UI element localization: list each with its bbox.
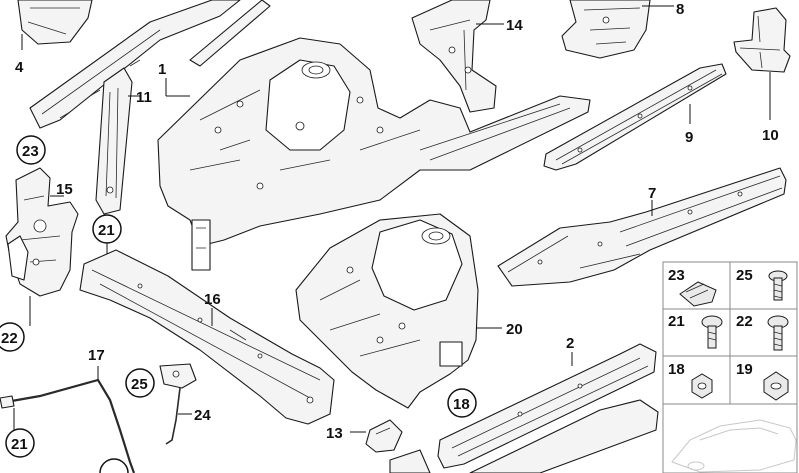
callout-circle-23 xyxy=(16,135,46,165)
callout-circle-25-lower xyxy=(99,458,129,473)
screw-icon-21 xyxy=(701,315,723,349)
callout-22: 22 xyxy=(1,330,18,347)
callout-17: 17 xyxy=(88,347,105,364)
callout-8: 8 xyxy=(676,1,684,18)
part-24-bracket xyxy=(159,363,197,445)
callout-16: 16 xyxy=(204,291,221,308)
grid-label-25: 25 xyxy=(736,267,753,284)
callout-10: 10 xyxy=(762,127,779,144)
callout-14: 14 xyxy=(506,17,523,34)
part-20-wheelhouse xyxy=(295,213,502,409)
callout-circle-18 xyxy=(447,388,477,418)
callout-7: 7 xyxy=(648,185,656,202)
part-2-longitudinal xyxy=(389,343,659,473)
grid-label-23: 23 xyxy=(668,267,685,284)
clip-nut-icon xyxy=(679,281,717,307)
part-8-strut-tower xyxy=(561,0,674,59)
callout-25: 25 xyxy=(131,376,148,393)
upper-side-rail xyxy=(29,0,271,129)
callout-21-lower: 21 xyxy=(11,436,28,453)
callout-24: 24 xyxy=(194,407,211,424)
fastener-grid xyxy=(662,261,798,473)
callout-18: 18 xyxy=(453,396,470,413)
part-15-bracket xyxy=(5,167,79,297)
part-9-bar xyxy=(543,63,727,171)
callout-1: 1 xyxy=(158,61,166,78)
part-16-cross-member xyxy=(79,249,335,425)
part-4-panel xyxy=(17,0,93,50)
callout-11: 11 xyxy=(136,89,152,106)
part-14-bracket xyxy=(411,0,504,113)
part-1-wheelhouse-assembly xyxy=(157,37,591,271)
callout-circle-25 xyxy=(125,368,155,398)
grid-label-19: 19 xyxy=(736,361,753,378)
hex-nut-icon-19 xyxy=(763,371,789,401)
part-10-bracket xyxy=(733,7,791,120)
grid-label-22: 22 xyxy=(736,313,753,330)
bolt-icon xyxy=(767,315,789,351)
hex-nut-icon xyxy=(691,373,713,399)
callout-15: 15 xyxy=(56,181,73,198)
part-17-brace xyxy=(0,366,136,473)
callout-20: 20 xyxy=(506,321,523,338)
grid-label-21: 21 xyxy=(668,313,685,330)
callout-9: 9 xyxy=(685,129,693,146)
screw-icon xyxy=(768,270,788,301)
part-7-side-member xyxy=(497,167,787,287)
grid-label-18: 18 xyxy=(668,361,685,378)
callout-circle-21-lower xyxy=(5,428,35,458)
callout-13: 13 xyxy=(326,425,343,442)
part-11-strip xyxy=(95,67,140,215)
callout-23: 23 xyxy=(22,143,39,160)
callout-2: 2 xyxy=(566,335,574,352)
callout-21-upper: 21 xyxy=(98,222,115,239)
callout-circle-22 xyxy=(0,322,25,352)
car-silhouette-icon xyxy=(671,419,797,473)
part-13-block xyxy=(350,419,403,453)
callout-4: 4 xyxy=(15,59,24,76)
